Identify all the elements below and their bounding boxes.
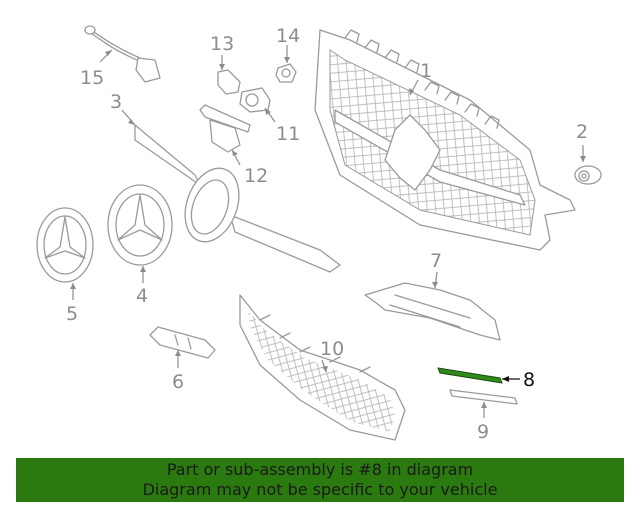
callout-5: 5 <box>66 303 78 325</box>
star-emblem-part-5 <box>36 207 94 283</box>
radar-bracket-part-12 <box>199 104 251 153</box>
callout-10: 10 <box>320 338 344 360</box>
sensor-part-14 <box>275 63 297 83</box>
callout-2: 2 <box>576 121 588 143</box>
callout-13: 13 <box>210 33 234 55</box>
callout-11: 11 <box>276 123 300 145</box>
callout-6: 6 <box>172 371 184 393</box>
banner-line-2: Diagram may not be specific to your vehi… <box>142 480 498 499</box>
callout-1: 1 <box>420 60 432 82</box>
emblem-bracket-part-3 <box>134 124 341 273</box>
wiring-harness-part-15 <box>84 25 161 83</box>
callout-8: 8 <box>523 369 535 391</box>
trim-strip-part-9 <box>449 389 518 405</box>
star-emblem-part-4 <box>107 184 173 266</box>
callout-3: 3 <box>110 91 122 113</box>
trim-strip-part-8 <box>437 367 503 384</box>
callout-arrowheads <box>70 50 586 408</box>
banner-line-1: Part or sub-assembly is #8 in diagram <box>166 460 474 479</box>
trim-part-7 <box>364 282 501 341</box>
callout-14: 14 <box>276 25 300 47</box>
clip-part-13 <box>217 69 241 95</box>
parts-diagram: 1 2 3 4 5 6 7 8 9 10 11 12 13 14 15 <box>36 25 602 443</box>
callout-15: 15 <box>80 67 104 89</box>
callout-numbers: 1 2 3 4 5 6 7 8 9 10 11 12 13 14 15 <box>66 25 588 443</box>
callout-12: 12 <box>244 165 268 187</box>
callout-4: 4 <box>136 285 148 307</box>
callout-7: 7 <box>430 250 442 272</box>
callout-9: 9 <box>477 421 489 443</box>
info-banner: Part or sub-assembly is #8 in diagram Di… <box>16 458 624 502</box>
sensor-part-2 <box>574 165 602 185</box>
clip-part-6 <box>149 326 216 359</box>
grille-assembly <box>314 29 576 251</box>
